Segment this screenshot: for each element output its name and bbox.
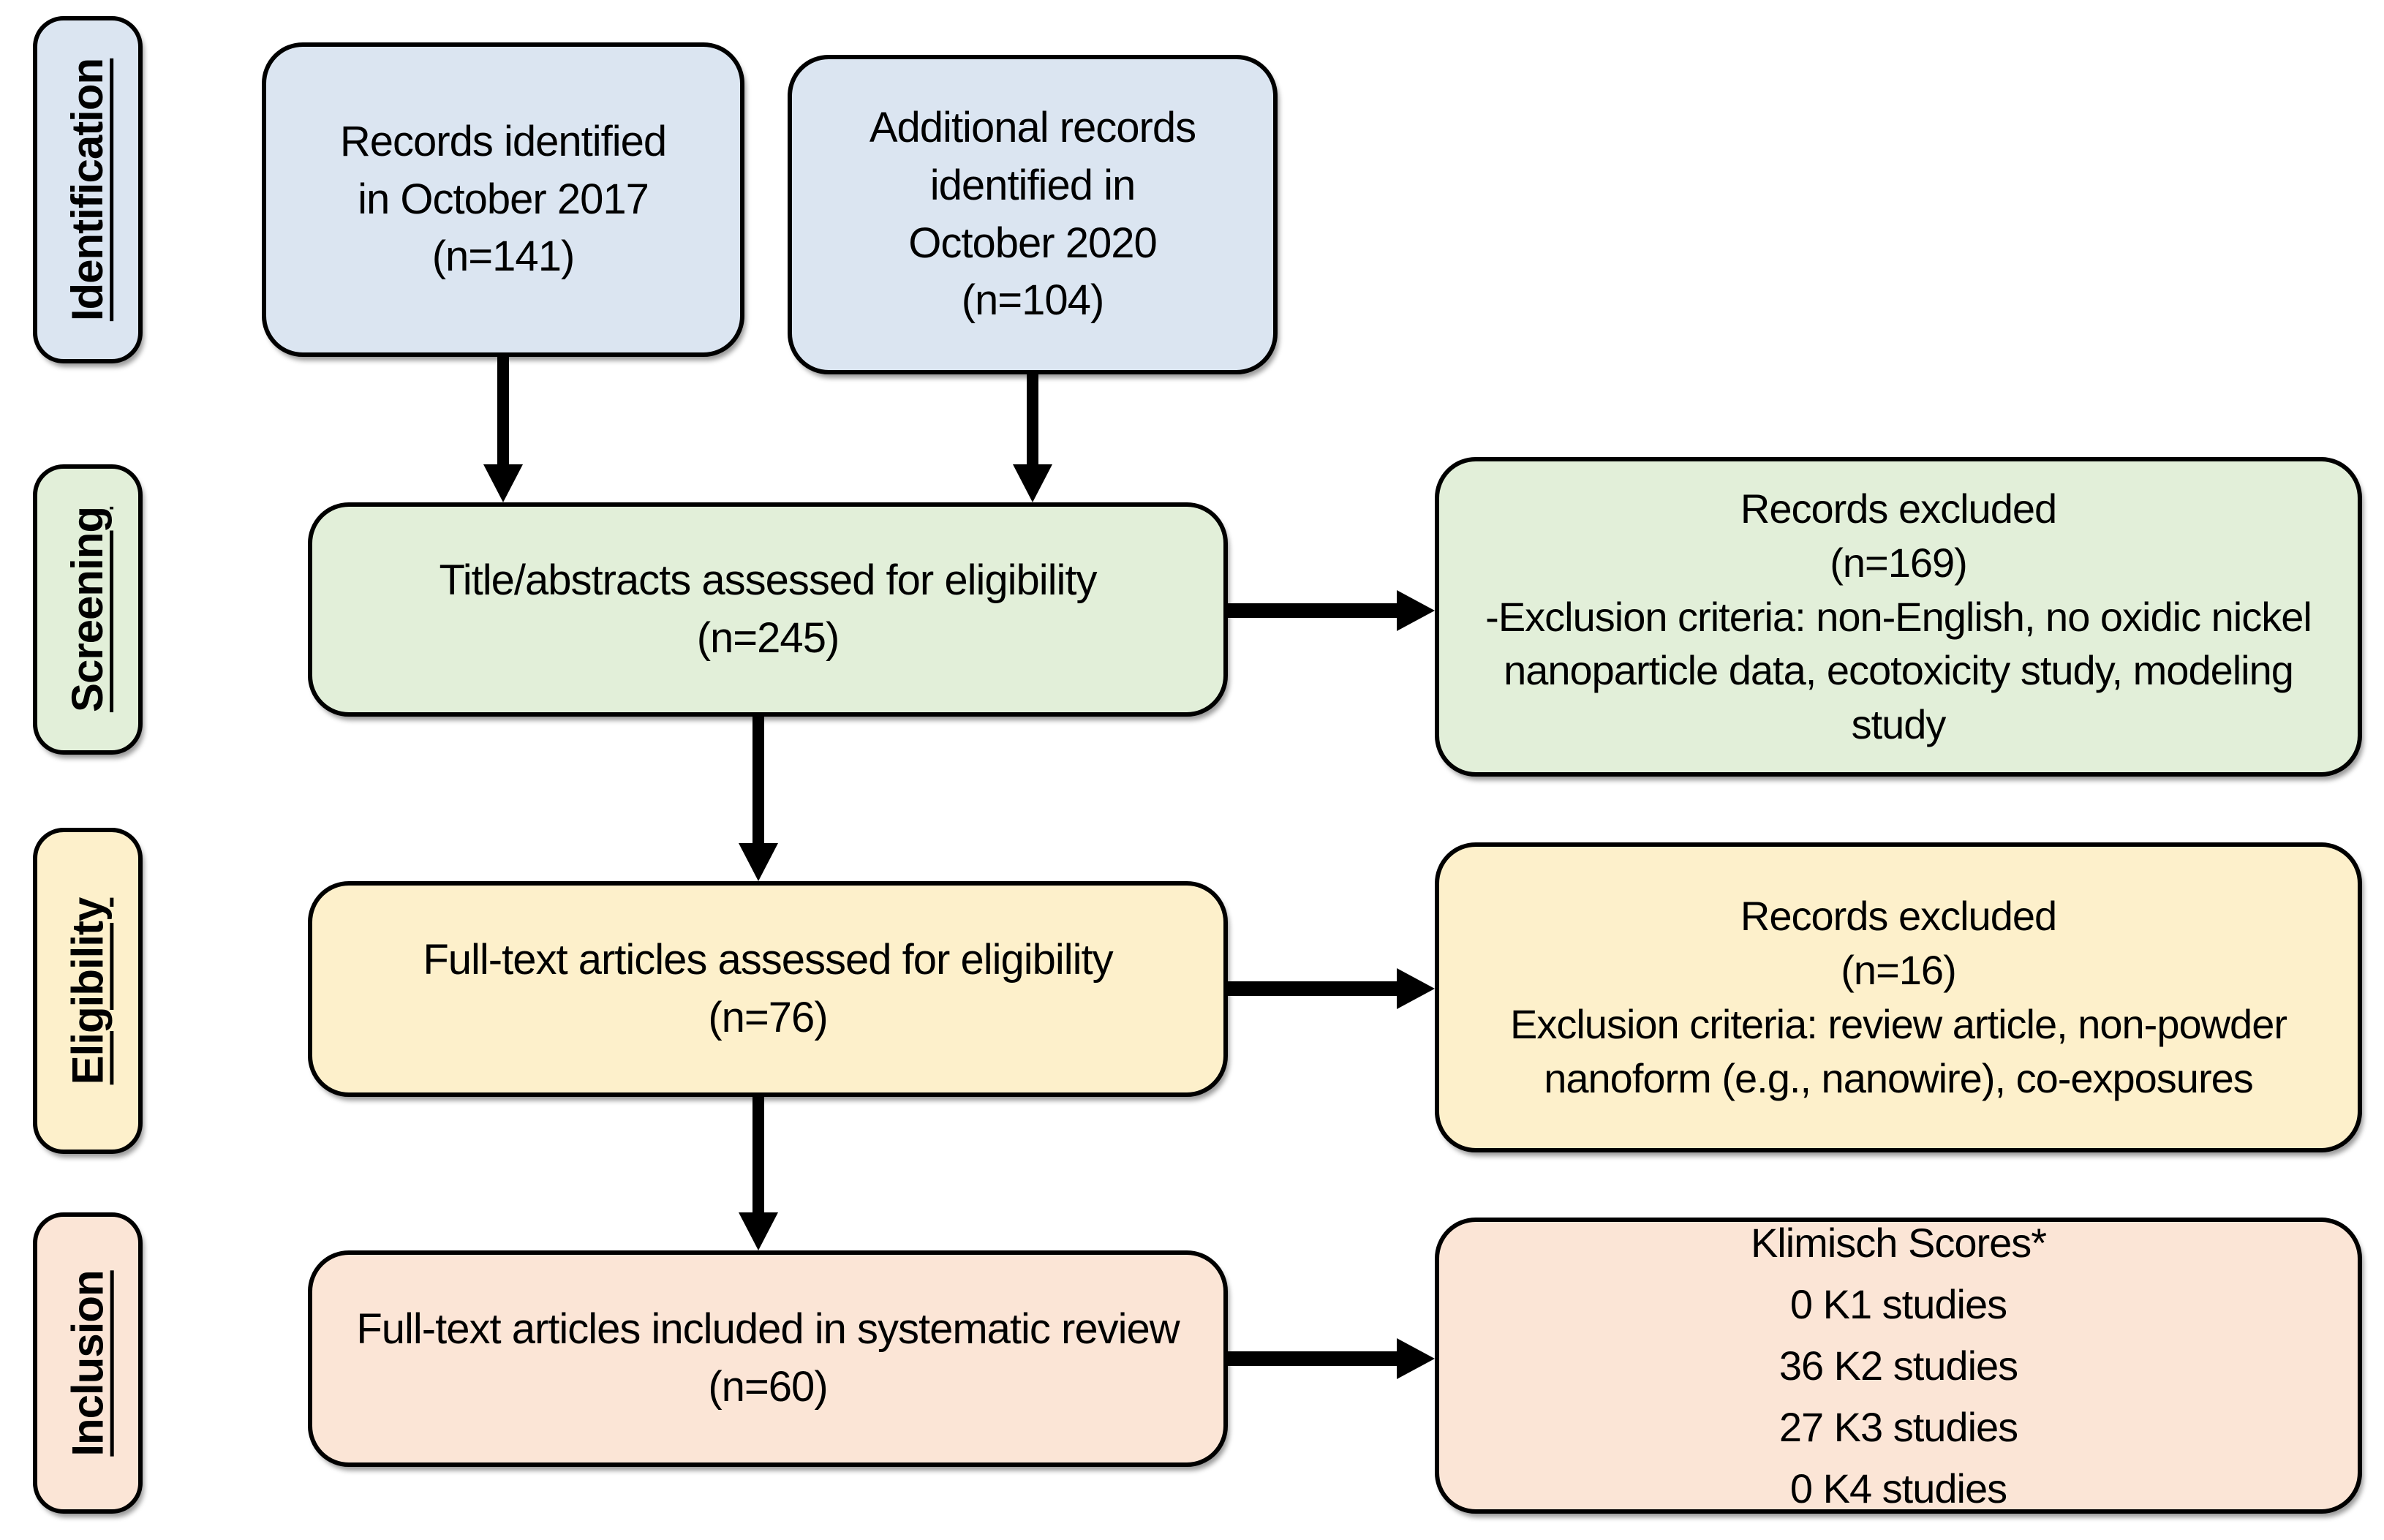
arrow-screening-excluded-head	[1397, 590, 1435, 631]
stage-inclusion-label: Inclusion	[63, 1269, 113, 1457]
box-title-abstracts-assessed: Title/abstracts assessed for eligibility…	[308, 502, 1228, 717]
box-fulltext-included-count: (n=60)	[708, 1363, 828, 1411]
box-records-2020-line1: Additional records	[869, 103, 1196, 151]
stage-screening-label: Screening	[63, 506, 113, 713]
box-records-2020-line3: October 2020	[908, 219, 1157, 267]
records-excluded-eligibility-criteria: Exclusion criteria: review article, non-…	[1510, 1001, 2287, 1101]
box-records-2020-count: (n=104)	[961, 276, 1105, 325]
records-excluded-eligibility-title: Records excluded	[1740, 893, 2057, 940]
box-records-excluded-eligibility: Records excluded (n=16) Exclusion criter…	[1435, 842, 2362, 1152]
box-fulltext-included-title: Full-text articles included in systemati…	[356, 1305, 1180, 1354]
stage-eligibility: Eligibility	[33, 828, 143, 1154]
box-title-abstracts-count: (n=245)	[696, 614, 840, 662]
arrow-eligibility-to-inclusion-head	[739, 1212, 778, 1250]
box-klimisch-scores: Klimisch Scores* 0 K1 studies 36 K2 stud…	[1435, 1218, 2362, 1514]
stage-screening: Screening	[33, 464, 143, 755]
arrow-2017-to-screening-head	[483, 464, 523, 502]
stage-identification-label: Identification	[63, 58, 113, 322]
arrow-eligibility-to-inclusion-shaft	[752, 1097, 764, 1214]
arrow-2017-to-screening-shaft	[497, 357, 509, 467]
records-excluded-screening-criteria: -Exclusion criteria: non-English, no oxi…	[1485, 593, 2312, 748]
records-excluded-screening-title: Records excluded	[1740, 485, 2057, 532]
box-records-excluded-screening: Records excluded (n=169) -Exclusion crit…	[1435, 457, 2362, 777]
arrow-2020-to-screening-shaft	[1027, 374, 1038, 467]
box-title-abstracts-title: Title/abstracts assessed for eligibility	[439, 556, 1097, 604]
arrow-inclusion-klimisch-head	[1397, 1338, 1435, 1379]
arrow-inclusion-klimisch-shaft	[1228, 1351, 1400, 1366]
box-records-2017: Records identified in October 2017 (n=14…	[262, 42, 744, 357]
box-fulltext-assessed-count: (n=76)	[708, 993, 828, 1041]
klimisch-row-k3: 27 K3 studies	[1778, 1403, 2018, 1450]
box-records-2020: Additional records identified in October…	[788, 55, 1278, 374]
box-fulltext-assessed: Full-text articles assessed for eligibil…	[308, 881, 1228, 1097]
records-excluded-eligibility-count: (n=16)	[1841, 947, 1956, 994]
klimisch-title: Klimisch Scores*	[1750, 1219, 2047, 1266]
stage-inclusion: Inclusion	[33, 1212, 143, 1514]
klimisch-row-k2: 36 K2 studies	[1778, 1342, 2018, 1389]
klimisch-row-k4: 0 K4 studies	[1789, 1465, 2007, 1511]
box-fulltext-included: Full-text articles included in systemati…	[308, 1250, 1228, 1467]
arrow-eligibility-excluded-head	[1397, 968, 1435, 1009]
box-fulltext-assessed-title: Full-text articles assessed for eligibil…	[423, 935, 1113, 984]
stage-eligibility-label: Eligibility	[63, 897, 113, 1084]
klimisch-row-k1: 0 K1 studies	[1789, 1280, 2007, 1327]
arrow-screening-to-eligibility-head	[739, 843, 778, 881]
stage-identification: Identification	[33, 16, 143, 363]
records-excluded-screening-count: (n=169)	[1830, 539, 1968, 586]
box-records-2017-line2: in October 2017	[358, 175, 649, 223]
arrow-eligibility-excluded-shaft	[1228, 981, 1400, 996]
arrow-2020-to-screening-head	[1013, 464, 1052, 502]
box-records-2017-count: (n=141)	[431, 233, 576, 281]
arrow-screening-excluded-shaft	[1228, 603, 1400, 618]
box-records-2017-line1: Records identified	[339, 117, 667, 165]
arrow-screening-to-eligibility-shaft	[752, 717, 764, 845]
box-records-2020-line2: identified in	[929, 161, 1136, 209]
